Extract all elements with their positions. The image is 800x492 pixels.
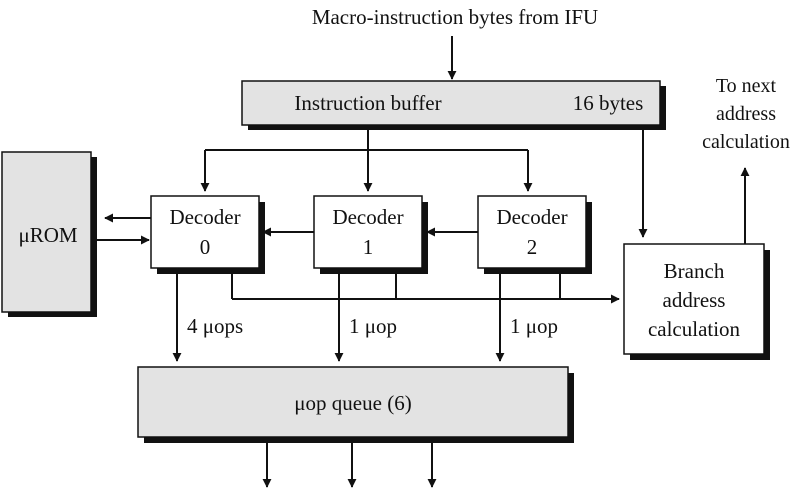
branch-unit-line2: address	[663, 288, 726, 312]
decoder-2-box	[477, 195, 587, 269]
instruction-buffer: Instruction buffer 16 bytes	[241, 80, 666, 130]
next-address-line1: To next	[716, 75, 777, 97]
decoder-2-title: Decoder	[496, 205, 567, 229]
decoder-1-number: 1	[363, 235, 374, 259]
instruction-buffer-size: 16 bytes	[573, 91, 644, 115]
uop-queue-box	[137, 366, 569, 438]
decoder-1-box	[313, 195, 423, 269]
next-address-label: To next address calculation	[702, 75, 790, 153]
decoder-2: Decoder 2	[477, 195, 592, 274]
branch-address-unit: Branch address calculation	[623, 243, 770, 360]
branch-unit-box	[623, 243, 765, 355]
branch-unit-line3: calculation	[648, 317, 741, 341]
decoder-2-output-label: 1 μop	[510, 314, 558, 338]
next-address-line2: address	[716, 103, 776, 125]
branch-unit-line1: Branch	[664, 259, 725, 283]
decoder-0-title: Decoder	[169, 205, 240, 229]
next-address-line3: calculation	[702, 131, 790, 153]
decoder-1-output-label: 1 μop	[349, 314, 397, 338]
decoder-0-box	[150, 195, 260, 269]
uop-queue: μop queue (6)	[137, 366, 574, 443]
instruction-buffer-box	[241, 80, 661, 126]
decoder-1: Decoder 1	[313, 195, 428, 274]
decoder-0-number: 0	[200, 235, 211, 259]
decoder-1-title: Decoder	[332, 205, 403, 229]
decoder-0-output-label: 4 μops	[187, 314, 243, 338]
uop-queue-label: μop queue (6)	[294, 391, 411, 415]
urom-block: μROM	[1, 151, 97, 317]
urom-box	[1, 151, 92, 313]
decoder-2-number: 2	[527, 235, 538, 259]
input-label: Macro-instruction bytes from IFU	[312, 5, 598, 29]
instruction-buffer-label: Instruction buffer	[294, 91, 441, 115]
urom-label: μROM	[18, 223, 77, 247]
decoder-0: Decoder 0	[150, 195, 265, 274]
